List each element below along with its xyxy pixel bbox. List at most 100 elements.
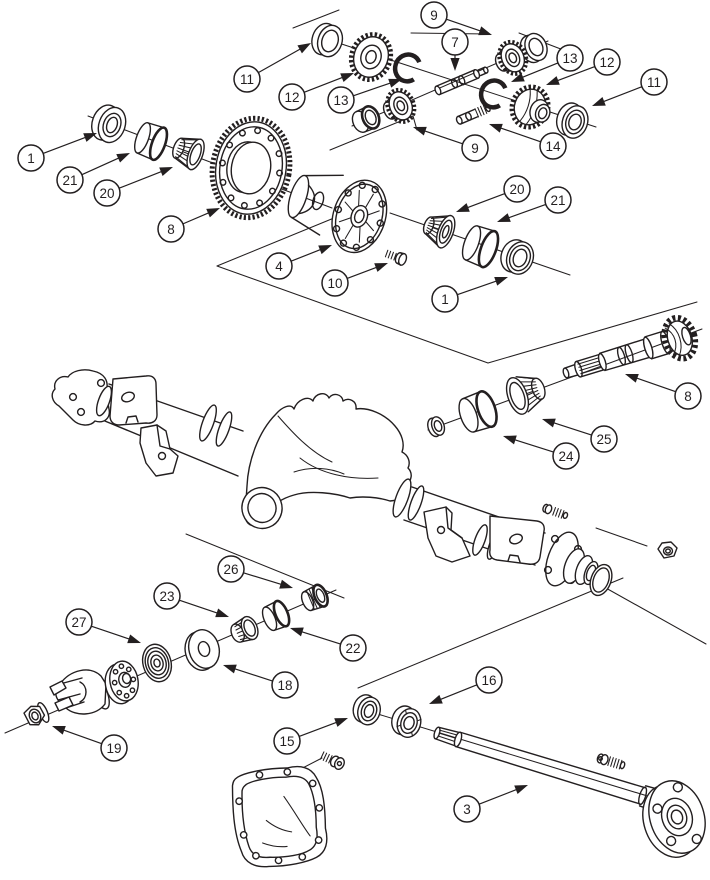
leader-line — [232, 667, 273, 682]
callout-4-4[interactable]: 4 — [265, 245, 332, 280]
arrowhead — [503, 435, 517, 445]
callout-number: 15 — [279, 734, 294, 749]
callout-12-7[interactable]: 12 — [278, 73, 354, 111]
callout-7-10[interactable]: 7 — [441, 28, 469, 71]
callout-23-23[interactable]: 23 — [153, 582, 229, 618]
callout-number: 19 — [106, 741, 121, 756]
pinion-bearing-rear — [505, 376, 546, 415]
callout-balloon[interactable] — [339, 634, 367, 662]
callout-3-30[interactable]: 3 — [453, 785, 528, 823]
callout-21-1[interactable]: 21 — [56, 153, 130, 194]
callout-14-15[interactable]: 14 — [489, 123, 567, 160]
callout-number: 1 — [27, 151, 35, 166]
callout-balloon[interactable] — [157, 215, 185, 243]
callout-16-29[interactable]: 16 — [429, 666, 503, 704]
callout-balloon[interactable] — [674, 382, 702, 410]
callout-13-11[interactable]: 13 — [511, 44, 584, 82]
callout-balloon[interactable] — [278, 83, 306, 111]
callout-balloon[interactable] — [590, 425, 618, 453]
callout-15-28[interactable]: 15 — [273, 718, 348, 755]
callout-balloon[interactable] — [441, 28, 469, 56]
callout-11-13[interactable]: 11 — [592, 68, 668, 106]
callout-number: 9 — [430, 8, 438, 23]
callout-balloon[interactable] — [265, 252, 293, 280]
callout-19-27[interactable]: 19 — [52, 726, 128, 762]
callout-balloon[interactable] — [453, 795, 481, 823]
callout-1-0[interactable]: 1 — [17, 133, 97, 172]
arrowhead — [297, 43, 311, 54]
callout-24-21[interactable]: 24 — [503, 435, 580, 470]
callout-9-14[interactable]: 9 — [413, 126, 489, 162]
callout-21-17[interactable]: 21 — [497, 186, 572, 222]
callout-balloon[interactable] — [556, 44, 584, 72]
callout-10-5[interactable]: 10 — [321, 263, 388, 297]
callout-11-6[interactable]: 11 — [233, 43, 311, 93]
callout-balloon[interactable] — [544, 186, 572, 214]
callout-balloon[interactable] — [93, 179, 121, 207]
callout-20-2[interactable]: 20 — [93, 167, 173, 207]
callout-balloon[interactable] — [271, 671, 299, 699]
callout-26-22[interactable]: 26 — [217, 555, 293, 589]
arrowhead — [497, 213, 511, 222]
vent-bolt — [542, 503, 569, 520]
shock-bracket-left — [139, 424, 179, 477]
cover-gasket — [231, 765, 328, 868]
arrowhead — [116, 153, 130, 163]
callout-balloon[interactable] — [431, 285, 459, 313]
callout-balloon[interactable] — [640, 68, 668, 96]
callout-number: 11 — [647, 75, 661, 90]
callout-balloon[interactable] — [321, 269, 349, 297]
arrowhead — [456, 203, 470, 212]
leader-line — [438, 684, 478, 701]
callout-balloon[interactable] — [539, 132, 567, 160]
axle-housing — [51, 369, 678, 597]
arrowhead — [206, 208, 220, 218]
callout-balloon[interactable] — [593, 48, 621, 76]
callout-balloon[interactable] — [100, 734, 128, 762]
callout-balloon[interactable] — [475, 666, 503, 694]
callout-balloon[interactable] — [56, 166, 84, 194]
leader-line — [498, 126, 541, 143]
leader-line — [457, 279, 499, 296]
callout-balloon[interactable] — [153, 582, 181, 610]
leader-line — [81, 156, 122, 176]
callout-number: 13 — [333, 93, 348, 108]
leader-line — [551, 421, 592, 436]
callout-18-26[interactable]: 18 — [223, 664, 299, 699]
callout-20-16[interactable]: 20 — [456, 175, 531, 212]
callout-balloon[interactable] — [327, 86, 355, 114]
arrowhead — [279, 579, 293, 589]
callout-9-9[interactable]: 9 — [420, 1, 492, 36]
callout-balloon[interactable] — [217, 555, 245, 583]
callout-25-20[interactable]: 25 — [542, 418, 618, 453]
callout-balloon[interactable] — [461, 134, 489, 162]
callout-number: 16 — [481, 673, 496, 688]
callout-13-8[interactable]: 13 — [327, 78, 402, 114]
callout-22-24[interactable]: 22 — [290, 627, 367, 662]
callout-number: 8 — [167, 222, 175, 237]
callout-balloon[interactable] — [233, 65, 261, 93]
cover-bolt — [320, 751, 345, 770]
callout-12-12[interactable]: 12 — [546, 48, 621, 85]
leader-line — [290, 248, 323, 262]
leader-line — [243, 572, 284, 586]
callout-1-18[interactable]: 1 — [431, 276, 508, 313]
arrowhead — [159, 167, 173, 177]
leader-line — [478, 788, 519, 805]
pinion-bearing-front — [230, 615, 259, 643]
callout-balloon[interactable] — [420, 1, 448, 29]
callout-balloon[interactable] — [17, 144, 45, 172]
callout-balloon[interactable] — [273, 727, 301, 755]
leader-line — [353, 81, 393, 97]
callout-number: 4 — [275, 259, 283, 274]
callout-27-25[interactable]: 27 — [65, 608, 141, 644]
pinion-gear-washer-top — [519, 32, 548, 64]
callout-8-3[interactable]: 8 — [157, 208, 220, 243]
arrowhead — [388, 78, 402, 88]
callout-8-19[interactable]: 8 — [625, 373, 702, 410]
pinion-bearing-left — [172, 137, 205, 171]
arrowhead — [489, 123, 503, 133]
callout-balloon[interactable] — [503, 175, 531, 203]
callout-balloon[interactable] — [552, 442, 580, 470]
callout-balloon[interactable] — [65, 608, 93, 636]
